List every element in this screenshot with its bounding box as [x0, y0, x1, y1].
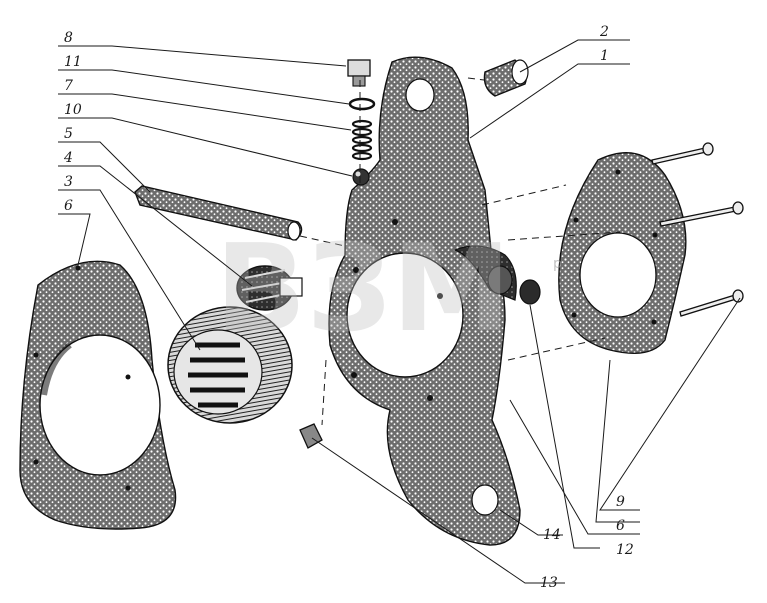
bolt — [347, 59, 371, 87]
rivets — [651, 142, 744, 317]
leader-lines — [58, 39, 741, 584]
washer — [348, 97, 376, 111]
callout-labels: 8 11 7 10 5 4 3 6 2 1 9 6 12 13 14 — [63, 24, 634, 591]
watermark-suffix: р — [553, 256, 562, 272]
callout-9: 9 — [616, 494, 625, 510]
callout-10: 10 — [64, 102, 82, 118]
lever-body — [328, 56, 521, 546]
callout-2: 2 — [599, 24, 609, 40]
callout-3: 3 — [64, 174, 73, 190]
callout-11: 11 — [64, 54, 82, 70]
callout-13: 13 — [540, 575, 558, 591]
worm-shaft — [134, 185, 303, 241]
callout-12: 12 — [616, 542, 634, 558]
plug — [519, 279, 541, 305]
callout-7: 7 — [64, 78, 73, 94]
ball — [352, 168, 370, 186]
callout-1: 1 — [600, 48, 609, 64]
worm — [236, 265, 303, 311]
watermark-text: ВЗМ — [215, 220, 511, 359]
callout-6-left: 6 — [64, 198, 73, 214]
side-cover-right — [558, 152, 687, 354]
callout-6-right: 6 — [616, 518, 625, 534]
watermark: ВЗМ р — [215, 220, 562, 359]
callout-14: 14 — [543, 527, 561, 543]
grease-fitting — [299, 423, 323, 449]
callout-4: 4 — [63, 150, 73, 166]
spring — [351, 119, 373, 161]
side-cover-left — [19, 260, 177, 530]
bushing — [483, 59, 529, 97]
callout-8: 8 — [64, 30, 73, 46]
assembly-axes — [299, 77, 621, 426]
callout-5: 5 — [64, 126, 73, 142]
worm-gear — [167, 306, 293, 424]
